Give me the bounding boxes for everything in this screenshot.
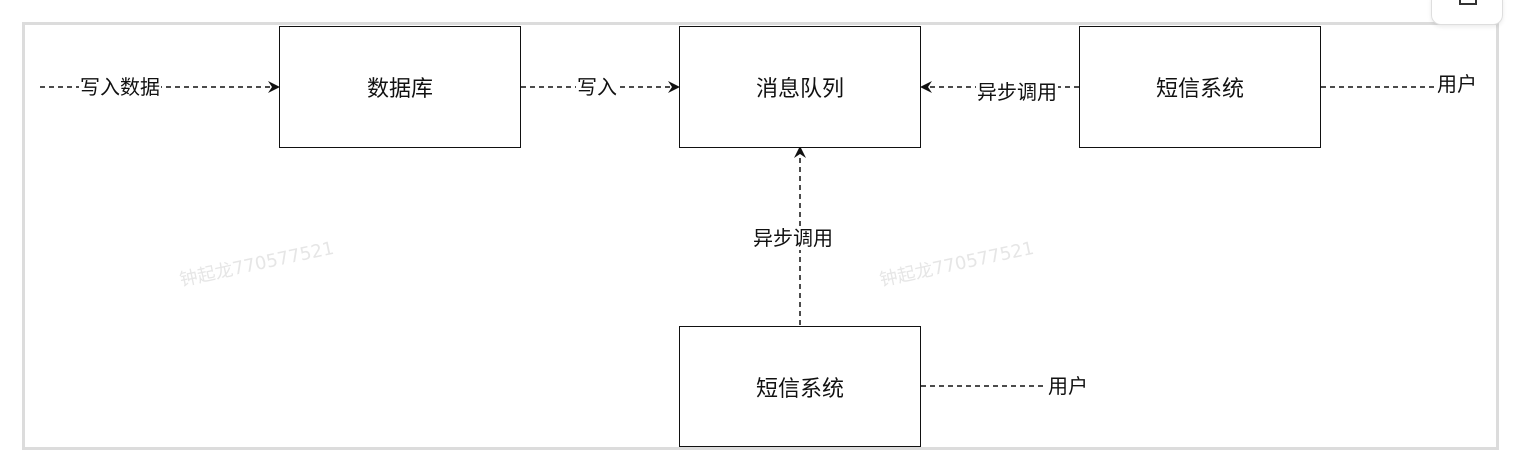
label-write-data: 写入数据: [79, 75, 161, 99]
toolbar-toggle-button[interactable]: [1431, 0, 1503, 25]
label-user-right: 用户: [1436, 72, 1478, 96]
label-async-call-bottom: 异步调用: [752, 226, 834, 250]
label-user-bottom: 用户: [1047, 374, 1089, 398]
label-async-call-right: 异步调用: [976, 80, 1058, 104]
node-sms-system-right[interactable]: 短信系统: [1079, 26, 1321, 148]
node-message-queue[interactable]: 消息队列: [679, 26, 921, 148]
label-write: 写入: [576, 75, 618, 99]
node-sms-system-bottom[interactable]: 短信系统: [679, 326, 921, 447]
panel-icon: [1459, 0, 1477, 5]
node-database[interactable]: 数据库: [279, 26, 521, 148]
